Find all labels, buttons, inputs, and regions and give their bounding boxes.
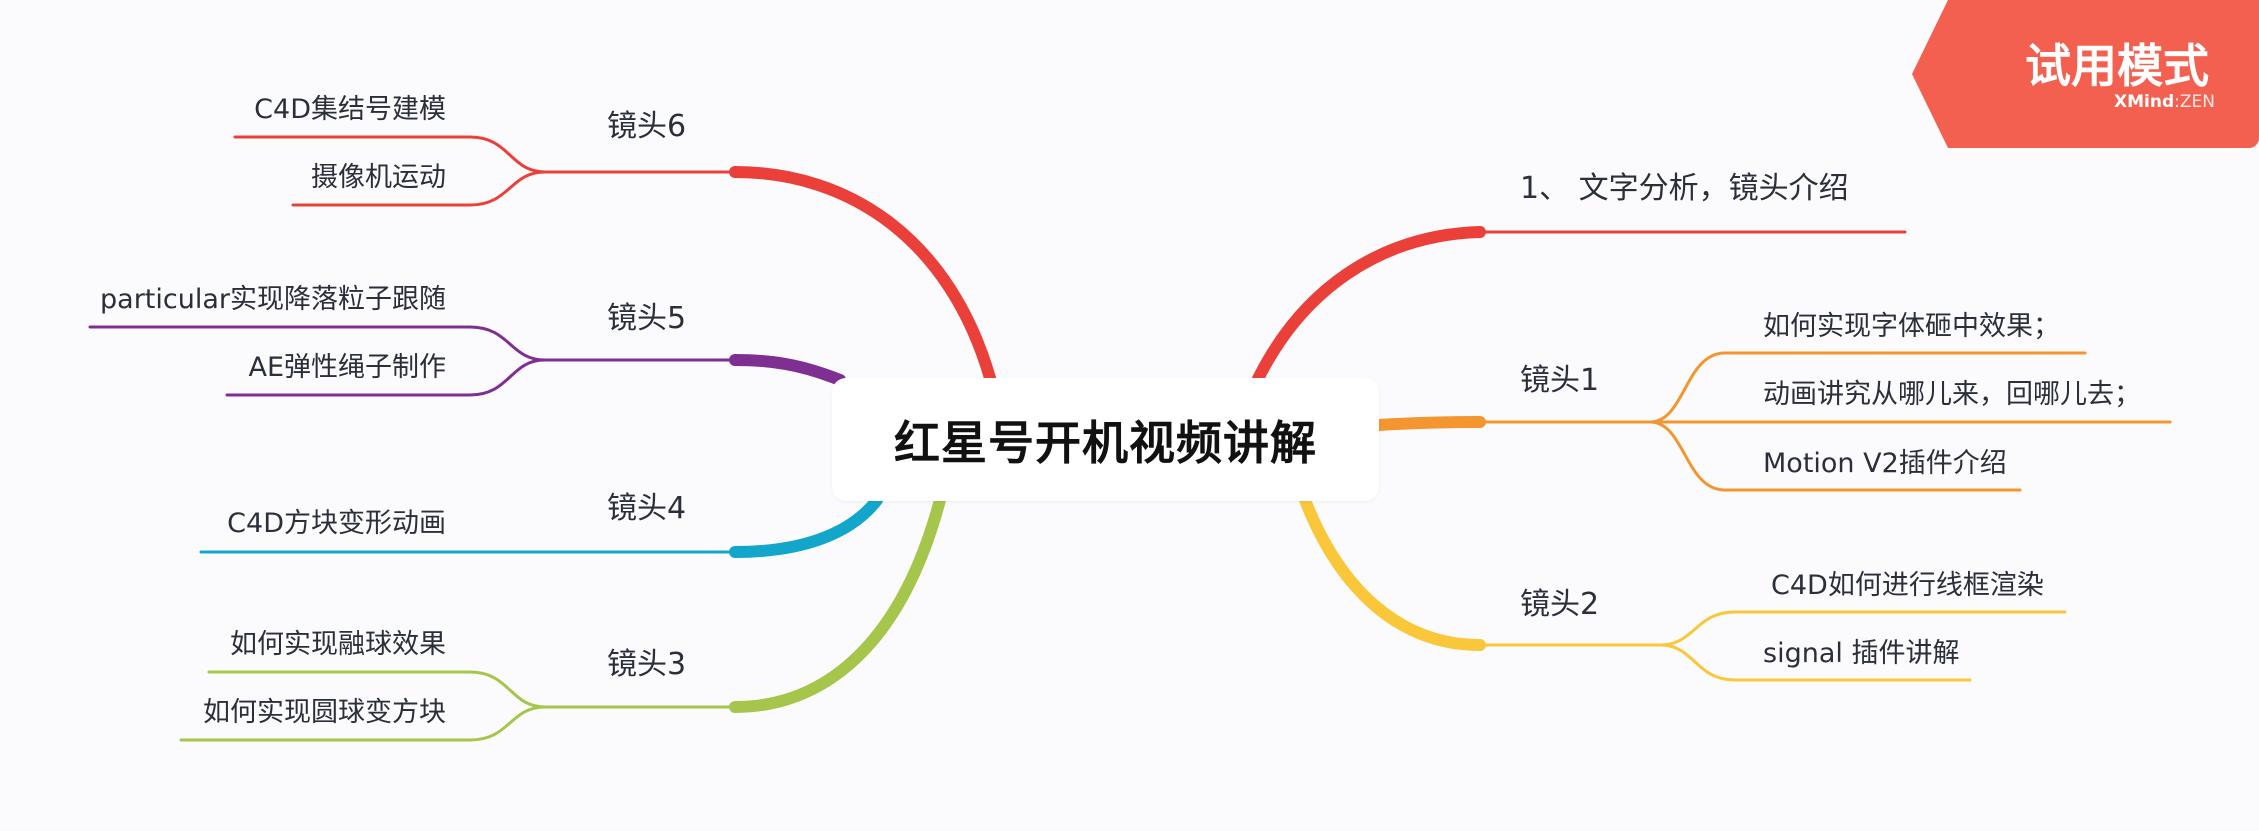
trial-mode-label: 试用模式 (2025, 39, 2209, 93)
subtopic-shot6-2[interactable]: 摄像机运动 (311, 162, 446, 193)
trunk-intro (1249, 226, 1486, 391)
subtopic-shot1-3[interactable]: Motion V2插件介绍 (1763, 448, 2007, 479)
sub-connector-shot2-1 (1658, 610, 2067, 647)
subtopic-shot6-1[interactable]: C4D集结号建模 (254, 94, 446, 125)
subtopic-shot3-2[interactable]: 如何实现圆球变方块 (203, 697, 446, 728)
central-topic[interactable]: 红星号开机视频讲解 (832, 378, 1379, 501)
branch-topic-shot2[interactable]: 镜头2 (1520, 587, 1600, 622)
central-topic-title: 红星号开机视频讲解 (894, 415, 1317, 470)
trunk-shot1 (1373, 416, 1486, 431)
subtopic-shot1-2[interactable]: 动画讲究从哪儿来，回哪儿去； (1763, 379, 2141, 410)
trunk-shot6 (729, 166, 996, 384)
sub-connector-shot6-1 (233, 135, 547, 174)
sub-connector-shot3-2 (179, 705, 547, 742)
xmind-logo: XMind:ZEN (2114, 92, 2215, 112)
trunk-shot5 (729, 354, 846, 386)
sub-connector-shot5-2 (225, 358, 547, 397)
subtopic-shot2-2[interactable]: signal 插件讲解 (1763, 638, 1960, 669)
subtopic-shot5-1[interactable]: particular实现降落粒子跟随 (100, 284, 446, 315)
branch-topic-shot4[interactable]: 镜头4 (607, 491, 687, 526)
subtopic-shot3-1[interactable]: 如何实现融球效果 (230, 629, 446, 660)
branch-topic-intro[interactable]: 1、 文字分析，镜头介绍 (1520, 171, 1849, 206)
sub-connector-shot1-3 (1648, 420, 2022, 492)
sub-connector-shot5-1 (88, 325, 547, 362)
subtopic-shot2-1[interactable]: C4D如何进行线框渲染 (1771, 570, 2044, 601)
sub-connector-shot3-1 (207, 670, 547, 709)
branch-topic-shot5[interactable]: 镜头5 (607, 301, 687, 336)
sub-connector-shot2-2 (1658, 643, 1972, 682)
trunk-shot4 (729, 494, 883, 558)
trunk-shot2 (1299, 494, 1486, 651)
branch-topic-shot3[interactable]: 镜头3 (607, 647, 687, 682)
subtopic-shot4-1[interactable]: C4D方块变形动画 (227, 508, 446, 539)
sub-connector-shot1-1 (1648, 351, 2087, 424)
subtopic-shot5-2[interactable]: AE弹性绳子制作 (248, 352, 446, 383)
branch-topic-shot1[interactable]: 镜头1 (1520, 363, 1600, 398)
trunk-shot3 (729, 494, 946, 713)
sub-connector-shot6-2 (291, 170, 547, 207)
trial-mode-badge: 试用模式 XMind:ZEN (1912, 0, 2259, 148)
subtopic-shot1-1[interactable]: 如何实现字体砸中效果； (1763, 311, 2060, 342)
branch-topic-shot6[interactable]: 镜头6 (607, 109, 687, 144)
